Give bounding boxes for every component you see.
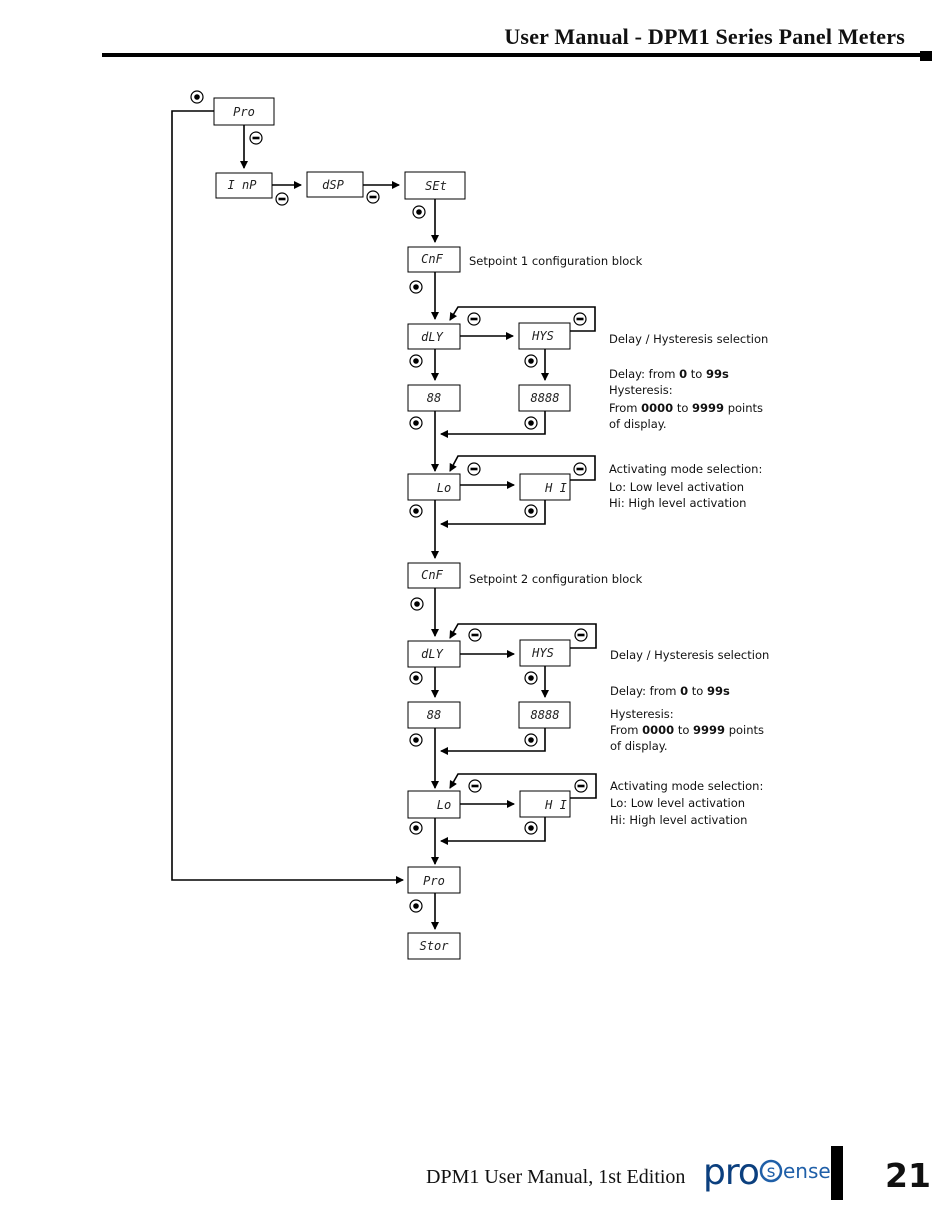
enter-button-icon [409, 821, 423, 835]
enter-button-icon [524, 354, 538, 368]
note-delay-range-2: Delay: from 0 to 99s [610, 684, 730, 698]
enter-button-icon [190, 90, 204, 104]
enter-button-icon [410, 597, 424, 611]
logo-text-ense: ense [783, 1159, 831, 1183]
note-hys-range-2: From 0000 to 9999 points [610, 723, 764, 737]
note-lo-desc-1: Lo: Low level activation [609, 480, 744, 494]
page-number: 21 [885, 1156, 931, 1195]
lcd-cnf-2-text: CnF [421, 568, 443, 582]
note-lo-desc-2: Lo: Low level activation [610, 796, 745, 810]
minus-button-icon [275, 192, 289, 206]
minus-button-icon [366, 190, 380, 204]
logo-text-pro: pro [703, 1152, 759, 1193]
enter-button-icon [409, 504, 423, 518]
enter-button-icon [524, 504, 538, 518]
logo-text-s: s [767, 1162, 776, 1182]
minus-button-icon [467, 312, 481, 326]
minus-button-icon [468, 779, 482, 793]
lcd-hys-value-1 [518, 384, 571, 412]
lcd-hys-value-1-text: 8888 [531, 391, 560, 405]
lcd-hys-2-text: HYS [531, 646, 554, 660]
lcd-stor-text: Stor [420, 939, 450, 953]
note-delay-range-1: Delay: from 0 to 99s [609, 367, 729, 381]
enter-button-icon [409, 416, 423, 430]
minus-button-icon [573, 462, 587, 476]
lcd-dsp-text: dSP [322, 178, 344, 192]
prosense-logo: pro s ense [703, 1148, 831, 1194]
header-rule [102, 53, 928, 57]
header-rule-end [920, 51, 932, 61]
note-delay-hys-selection-2: Delay / Hysteresis selection [610, 648, 769, 662]
lcd-hys-2 [519, 639, 571, 667]
flow-lines [171, 110, 597, 930]
lcd-hys-1 [518, 322, 571, 350]
enter-button-icon [524, 671, 538, 685]
enter-button-icon [524, 416, 538, 430]
lcd-delay-value-1 [407, 384, 461, 412]
lcd-hi-2 [519, 790, 571, 818]
enter-button-icon [524, 821, 538, 835]
note-setpoint-2-block: Setpoint 2 configuration block [469, 572, 643, 586]
lcd-dly-1 [407, 323, 461, 350]
note-of-display-1: of display. [609, 417, 667, 431]
enter-button-icon [409, 354, 423, 368]
lcd-hi-1-text: H I [544, 481, 567, 495]
note-hysteresis-label-2: Hysteresis: [610, 707, 674, 721]
lcd-set [404, 171, 466, 200]
minus-button-icon [467, 462, 481, 476]
note-delay-hys-selection-1: Delay / Hysteresis selection [609, 332, 768, 346]
lcd-inp-text: I nP [228, 178, 258, 192]
note-of-display-2: of display. [610, 739, 668, 753]
note-activating-mode-2: Activating mode selection: [610, 779, 763, 793]
lcd-cnf-1-text: CnF [421, 252, 443, 266]
header-title: User Manual - DPM1 Series Panel Meters [504, 24, 905, 49]
lcd-hys-value-2-text: 8888 [531, 708, 560, 722]
minus-button-icon [573, 312, 587, 326]
enter-button-icon [524, 733, 538, 747]
note-activating-mode-1: Activating mode selection: [609, 462, 762, 476]
lcd-delay-value-2 [407, 701, 461, 729]
lcd-inp [215, 172, 273, 199]
note-hi-desc-2: Hi: High level activation [610, 813, 747, 827]
minus-button-icon [249, 131, 263, 145]
enter-button-icon [409, 899, 423, 913]
lcd-pro-top-text: Pro [233, 105, 255, 119]
lcd-lo-2-text: Lo [437, 798, 451, 812]
lcd-pro-bottom-text: Pro [423, 874, 445, 888]
lcd-lo-2 [407, 790, 461, 819]
lcd-hys-value-2 [518, 701, 571, 729]
lcd-dly-1-text: dLY [421, 330, 443, 344]
lcd-dly-2 [407, 640, 461, 668]
minus-button-icon [468, 628, 482, 642]
minus-button-icon [574, 628, 588, 642]
enter-button-icon [409, 280, 423, 294]
lcd-lo-1-text: Lo [437, 481, 451, 495]
lcd-pro-top [213, 97, 275, 126]
note-hys-range-1: From 0000 to 9999 points [609, 401, 763, 415]
lcd-hi-2-text: H I [544, 798, 567, 812]
note-hi-desc-1: Hi: High level activation [609, 496, 746, 510]
footer-edition: DPM1 User Manual, 1st Edition [426, 1166, 686, 1188]
lcd-set-text: SEt [425, 179, 447, 193]
lcd-delay-value-1-text: 88 [427, 391, 441, 405]
lcd-delay-value-2-text: 88 [427, 708, 441, 722]
logo-s-circle [759, 1159, 783, 1183]
lcd-dsp [306, 171, 364, 198]
lcd-dly-2-text: dLY [421, 647, 443, 661]
lcd-stor [407, 932, 461, 960]
note-hysteresis-label-1: Hysteresis: [609, 383, 673, 397]
lcd-hi-1 [519, 473, 571, 501]
note-setpoint-1-block: Setpoint 1 configuration block [469, 254, 643, 268]
footer-bar [831, 1146, 843, 1200]
lcd-hys-1-text: HYS [531, 329, 554, 343]
lcd-cnf-1 [407, 246, 461, 273]
enter-button-icon [409, 733, 423, 747]
lcd-lo-1 [407, 473, 461, 501]
minus-button-icon [574, 779, 588, 793]
enter-button-icon [412, 205, 426, 219]
lcd-pro-bottom [407, 866, 461, 894]
enter-button-icon [409, 671, 423, 685]
lcd-cnf-2 [407, 562, 461, 589]
